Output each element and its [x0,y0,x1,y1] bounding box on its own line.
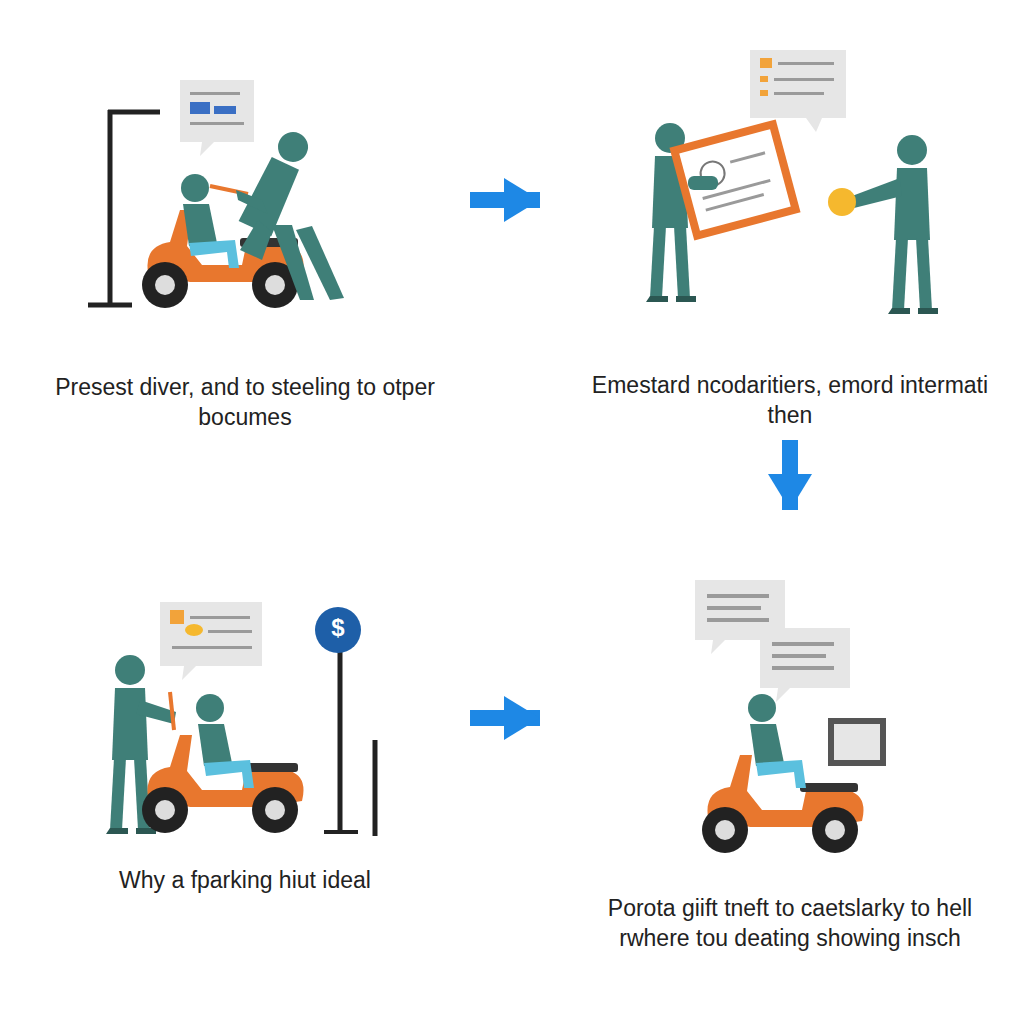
step-caption: Presest diver, and to steeling to otper … [35,372,455,432]
flow-arrow [782,440,798,510]
flow-arrow [470,192,540,208]
step-panel: Presest diver, and to steeling to otper … [20,80,470,440]
step-caption: Emestard ncodaritiers, emord intermati t… [580,370,1000,430]
step-panel: Why a fparking hiut ideal [20,570,470,1000]
flow-arrow [470,710,540,726]
step-caption: Why a fparking hiut ideal [35,865,455,895]
step-panel: Emestard ncodaritiers, emord intermati t… [570,60,1010,440]
sign-symbol: $ [318,614,358,642]
step-caption: Porota giift tneft to caetslarky to hell… [602,893,978,953]
step-panel: Porota giift tneft to caetslarky to hell… [570,540,1010,1000]
